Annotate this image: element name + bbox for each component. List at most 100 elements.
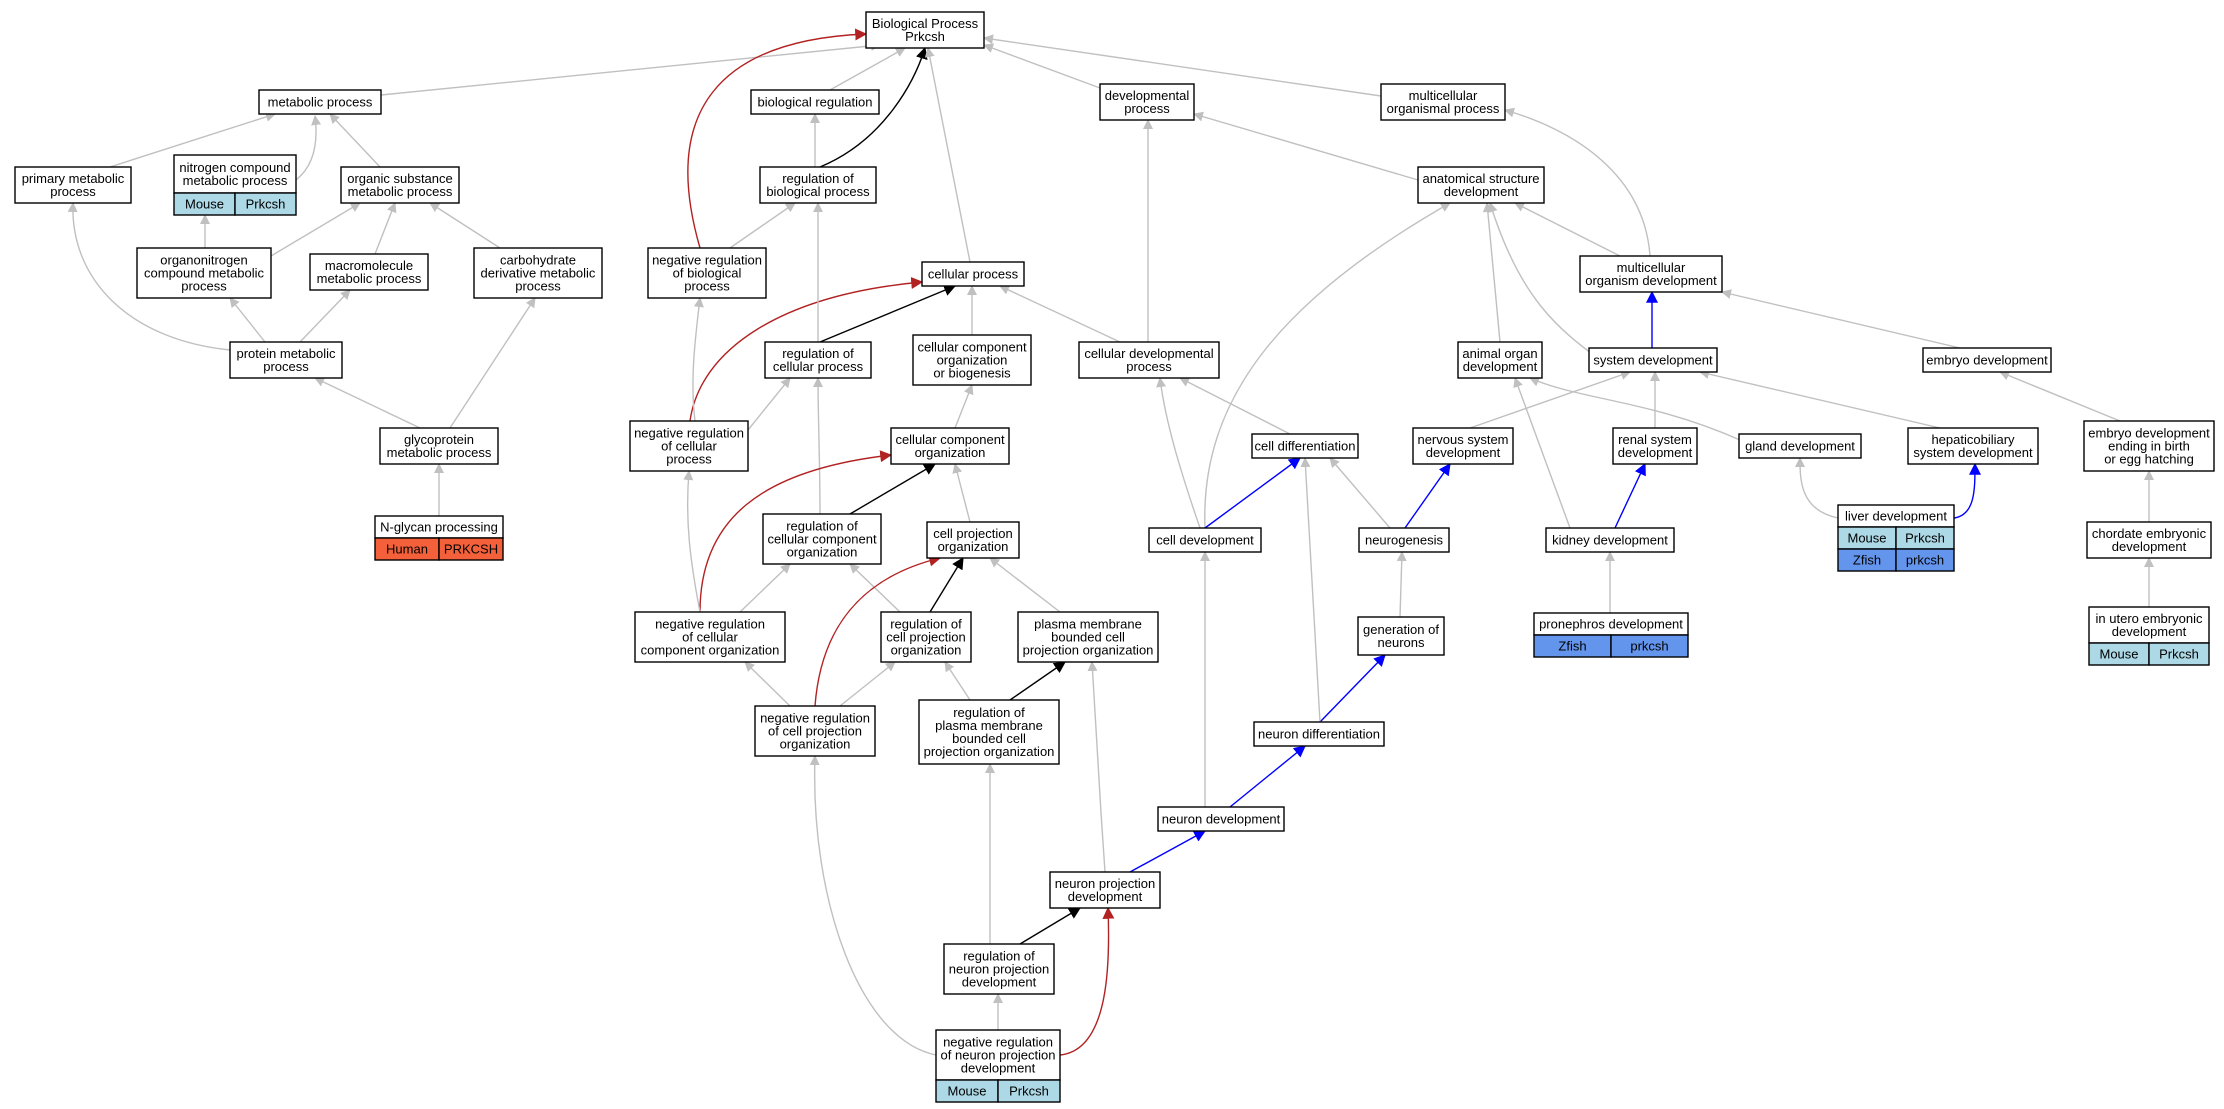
- go-term-label: organonitrogen: [160, 253, 247, 268]
- go-term-box: [229, 341, 343, 379]
- go-term-neurdiff[interactable]: neuron differentiation: [1253, 721, 1385, 747]
- go-term-box: [890, 427, 1010, 465]
- go-term-box: [935, 1029, 1061, 1081]
- gene-label: Prkcsh: [1905, 531, 1945, 546]
- go-term-box: [340, 166, 460, 204]
- go-term-box: [473, 247, 603, 299]
- go-term-box: [1078, 341, 1220, 379]
- go-term-box: [921, 261, 1025, 287]
- edge-regpmbcpo-to-regcellproj: [944, 661, 971, 701]
- go-term-metabolic[interactable]: metabolic process: [258, 89, 382, 115]
- go-term-box: [764, 341, 872, 379]
- edge-negregcell-to-cellproc: [689, 277, 924, 422]
- go-term-label: cellular component: [895, 432, 1005, 447]
- edge-nitrogen-to-metabolic: [295, 115, 322, 181]
- go-term-embryodev[interactable]: embryo development: [1922, 347, 2052, 373]
- go-term-label: organization: [780, 737, 851, 752]
- go-term-box: [634, 611, 786, 663]
- go-term-kidney[interactable]: kidney development: [1545, 527, 1675, 553]
- go-term-box: [918, 699, 1060, 765]
- go-term-box: [943, 943, 1055, 995]
- go-term-label: of biological: [673, 266, 742, 281]
- go-term-box: [1457, 341, 1543, 379]
- go-term-celldiff[interactable]: cell differentiation: [1251, 433, 1359, 459]
- go-term-label: system development: [1913, 445, 2033, 460]
- go-term-cellproc[interactable]: cellular process: [921, 261, 1025, 287]
- go-term-label: negative regulation: [943, 1035, 1053, 1050]
- go-term-neurogen[interactable]: neurogenesis: [1358, 527, 1450, 553]
- edge-cellproc-to-bp: [924, 47, 971, 263]
- go-term-label: organization: [891, 643, 962, 658]
- go-term-celldev[interactable]: cell development: [1148, 527, 1262, 553]
- species-label: Mouse: [2099, 647, 2138, 662]
- edge-negregbio-to-regbio: [729, 202, 796, 249]
- go-term-box: [1612, 427, 1698, 465]
- go-term-sysdev[interactable]: system development: [1588, 347, 1718, 373]
- go-term-label: neuron projection: [949, 962, 1049, 977]
- go-term-label: neuron development: [1162, 812, 1281, 827]
- go-term-label: cell projection: [886, 630, 966, 645]
- annotation-cell: [438, 537, 504, 561]
- go-term-bioreg[interactable]: biological regulation: [750, 89, 880, 115]
- go-term-label: nitrogen compound: [179, 160, 290, 175]
- go-term-label: development: [1068, 889, 1143, 904]
- go-term-glanddev[interactable]: gland development: [1738, 433, 1862, 459]
- go-term-label: process: [181, 279, 227, 294]
- edge-neurprojdev-to-neurdev: [1129, 830, 1207, 873]
- edge-hepato-to-sysdev: [1699, 369, 1941, 429]
- edge-negregcellproj-to-regcellproj: [839, 661, 896, 707]
- go-term-box: [759, 166, 877, 204]
- go-term-label: of cell projection: [768, 724, 862, 739]
- go-term-neurdev[interactable]: neuron development: [1157, 806, 1285, 832]
- go-term-box: [1251, 433, 1359, 459]
- go-term-label: development: [1426, 445, 1501, 460]
- go-term-label: nervous system: [1417, 432, 1508, 447]
- edge-organicsub-to-metabolic: [329, 113, 381, 168]
- go-term-label: cell development: [1156, 533, 1254, 548]
- edge-neurprojdev-to-pmbcpo: [1087, 661, 1106, 873]
- go-term-box: [1922, 347, 2052, 373]
- go-term-box: [309, 253, 429, 291]
